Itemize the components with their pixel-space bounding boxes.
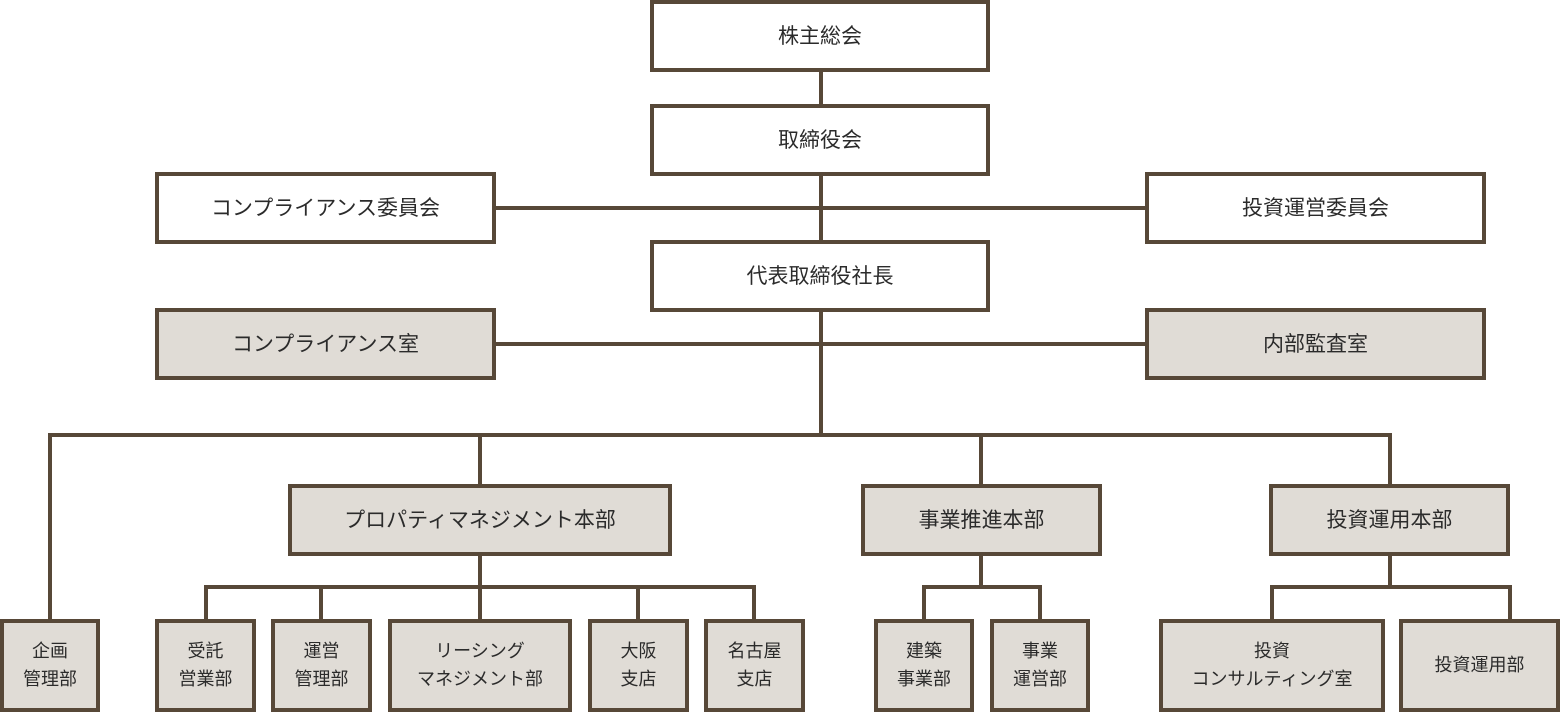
compliance-office-label: コンプライアンス室 bbox=[231, 331, 420, 356]
business-ops-dept-box: 事業 運営部 bbox=[990, 619, 1090, 712]
operation-mgmt-dept-line2: 管理部 bbox=[294, 668, 349, 690]
connector-nagoya-drop bbox=[752, 585, 756, 623]
connector-business-bus bbox=[922, 585, 1042, 589]
investment-division-label: 投資運用本部 bbox=[1326, 507, 1453, 532]
connector-leasing-drop bbox=[478, 585, 482, 623]
shareholders-box: 株主総会 bbox=[650, 0, 990, 72]
consignment-dept-box: 受託 営業部 bbox=[155, 619, 256, 712]
president-box: 代表取締役社長 bbox=[650, 240, 990, 312]
connector-shareholders-board bbox=[819, 69, 823, 107]
leasing-dept-line2: マネジメント部 bbox=[417, 668, 543, 690]
inv-mgmt-dept-label: 投資運用部 bbox=[1434, 654, 1525, 676]
business-ops-dept-line1: 事業 bbox=[1022, 640, 1058, 662]
business-division-box: 事業推進本部 bbox=[861, 484, 1102, 556]
planning-dept-line1: 企画 bbox=[32, 640, 68, 662]
board-box: 取締役会 bbox=[650, 104, 990, 176]
business-ops-dept-line2: 運営部 bbox=[1013, 668, 1067, 690]
nagoya-branch-line1: 名古屋 bbox=[727, 640, 782, 662]
consignment-dept-line1: 受託 bbox=[187, 640, 224, 662]
inv-mgmt-dept-box: 投資運用部 bbox=[1399, 619, 1560, 712]
president-label: 代表取締役社長 bbox=[746, 263, 894, 288]
connector-business-stem bbox=[979, 553, 983, 589]
connector-planning-drop bbox=[48, 433, 52, 623]
planning-dept-box: 企画 管理部 bbox=[0, 619, 100, 712]
consignment-dept-line2: 営業部 bbox=[178, 668, 233, 690]
construction-dept-line2: 事業部 bbox=[897, 668, 951, 690]
property-division-box: プロパティマネジメント本部 bbox=[288, 484, 672, 556]
nagoya-branch-line2: 支店 bbox=[736, 668, 773, 690]
connector-committees bbox=[493, 206, 1149, 210]
consulting-office-line2: コンサルティング室 bbox=[1191, 668, 1353, 690]
nagoya-branch-box: 名古屋 支店 bbox=[704, 619, 805, 712]
planning-dept-line2: 管理部 bbox=[23, 668, 77, 690]
leasing-dept-box: リーシング マネジメント部 bbox=[388, 619, 572, 712]
investment-division-box: 投資運用本部 bbox=[1269, 484, 1510, 556]
shareholders-label: 株主総会 bbox=[778, 23, 862, 48]
connector-osaka-drop bbox=[636, 585, 640, 623]
connector-construction-drop bbox=[922, 585, 926, 623]
connector-business-ops-drop bbox=[1038, 585, 1042, 623]
connector-operation-drop bbox=[319, 585, 323, 623]
internal-audit-box: 内部監査室 bbox=[1145, 308, 1486, 380]
connector-division-bus bbox=[48, 433, 1392, 437]
connector-investment-bus bbox=[1270, 585, 1512, 589]
property-division-label: プロパティマネジメント本部 bbox=[344, 507, 616, 532]
osaka-branch-line1: 大阪 bbox=[620, 640, 657, 662]
connector-consignment-drop bbox=[204, 585, 208, 623]
consulting-office-line1: 投資 bbox=[1254, 640, 1290, 662]
compliance-office-box: コンプライアンス室 bbox=[155, 308, 496, 380]
connector-investment-drop bbox=[1388, 433, 1392, 487]
operation-mgmt-dept-line1: 運営 bbox=[303, 640, 340, 662]
board-label: 取締役会 bbox=[778, 127, 862, 152]
construction-dept-box: 建築 事業部 bbox=[874, 619, 974, 712]
operation-mgmt-dept-box: 運営 管理部 bbox=[271, 619, 372, 712]
osaka-branch-box: 大阪 支店 bbox=[588, 619, 689, 712]
consulting-office-box: 投資 コンサルティング室 bbox=[1159, 619, 1385, 712]
osaka-branch-line2: 支店 bbox=[620, 668, 657, 690]
compliance-committee-box: コンプライアンス委員会 bbox=[155, 172, 496, 244]
internal-audit-label: 内部監査室 bbox=[1263, 331, 1368, 356]
leasing-dept-line1: リーシング bbox=[435, 640, 525, 662]
construction-dept-line1: 建築 bbox=[906, 640, 942, 662]
connector-property-drop bbox=[478, 433, 482, 487]
investment-committee-box: 投資運営委員会 bbox=[1145, 172, 1486, 244]
connector-president-down bbox=[819, 309, 823, 437]
connector-inv-mgmt-drop bbox=[1508, 585, 1512, 623]
business-division-label: 事業推進本部 bbox=[918, 507, 1045, 532]
compliance-committee-label: コンプライアンス委員会 bbox=[210, 195, 441, 220]
connector-property-stem bbox=[478, 553, 482, 589]
connector-investment-stem bbox=[1388, 553, 1392, 589]
investment-committee-label: 投資運営委員会 bbox=[1242, 195, 1389, 220]
connector-offices bbox=[493, 342, 1149, 346]
connector-business-drop bbox=[979, 433, 983, 487]
connector-consulting-drop bbox=[1270, 585, 1274, 623]
